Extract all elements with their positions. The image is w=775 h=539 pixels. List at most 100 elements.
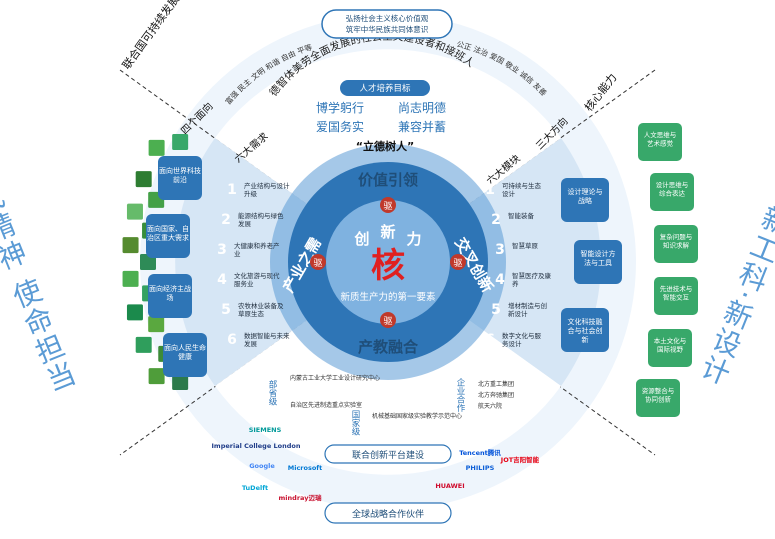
- sdg-goal-icon: [135, 336, 152, 353]
- talent-line-2: 尚志明德: [398, 100, 446, 115]
- partner-logo: PHILIPS: [466, 464, 495, 472]
- module-text: 可持续与生态设计: [502, 181, 542, 198]
- module-number: 1: [485, 182, 495, 198]
- core-abilities-group: 人文思维与艺术感觉设计思维与综合表达复杂问题与知识求解先进技术与智能交互本土文化…: [636, 123, 698, 417]
- core-ability-box: [648, 329, 692, 367]
- core-char-right: 力: [406, 230, 421, 248]
- module-text: 智慧医疗及康养: [512, 271, 552, 288]
- lide-label: “立德树人”: [356, 139, 414, 153]
- quadrant-top: 价值引领: [358, 171, 418, 189]
- sdg-goal-icon: [148, 139, 165, 156]
- partner-logo: SIEMENS: [249, 426, 282, 434]
- level-national-item: 机械基础国家级实验教学示范中心: [372, 412, 462, 420]
- level-enterprise-item-1: 北方重工集团: [478, 380, 514, 388]
- core-ability-text: 本土文化与国际视野: [654, 336, 687, 354]
- module-number: 6: [485, 332, 495, 348]
- module-text: 增材制造与创新设计: [508, 301, 547, 318]
- direction-text: 设计理论与战略: [568, 187, 603, 205]
- module-number: 3: [495, 242, 505, 258]
- direction-box: [574, 240, 622, 284]
- sdg-goal-icon: [122, 237, 139, 254]
- need-text: 数据智能与未来发展: [244, 331, 290, 348]
- core-ability-text: 设计思维与综合表达: [656, 180, 689, 198]
- need-text: 文化旅游与现代服务业: [234, 271, 280, 288]
- talent-label-pill: [340, 80, 430, 96]
- direction-text: 文化科技融合与社会创新: [568, 317, 603, 344]
- level-national: 国家级: [350, 410, 360, 436]
- need-number: 2: [221, 212, 231, 228]
- level-enterprise-item-2: 北方奔驰集团: [478, 391, 514, 399]
- sdg-goal-icon: [135, 171, 152, 188]
- partner-banner-text: 全球战略合作伙伴: [352, 508, 424, 520]
- core-circle: [326, 200, 450, 324]
- partner-logo: HUAWEI: [435, 482, 464, 490]
- partner-logo: Imperial College London: [212, 442, 301, 450]
- six-needs-group: 1 产业结构与设计升级 2 能源结构与绿色发展 3 大健康和养老产业 4 文化旅游与现代服务业…: [217, 181, 290, 348]
- top-banner-line1: 弘扬社会主义核心价值观: [346, 13, 429, 23]
- sdg-goal-icon: [126, 304, 143, 321]
- four-faces-box: [148, 274, 192, 318]
- svg-text:驱: 驱: [313, 258, 322, 269]
- partner-logo: Microsoft: [288, 464, 323, 472]
- top-banner: [321, 9, 453, 39]
- level-enterprise: 企业合作: [455, 377, 465, 413]
- sdg-goal-icon: [148, 368, 165, 385]
- sdg-goal-icon: [122, 270, 139, 287]
- need-number: 3: [217, 242, 227, 258]
- direction-box: [561, 308, 609, 352]
- drive-badge-right: 驱: [450, 254, 466, 270]
- drive-badge-left: 驱: [310, 254, 326, 270]
- drive-badge-bottom: 驱: [380, 312, 396, 328]
- need-number: 4: [217, 272, 227, 288]
- drive-badge-top: 驱: [380, 197, 396, 213]
- core-ability-box: [636, 379, 680, 417]
- four-faces-box: [146, 214, 190, 258]
- partner-logo: Google: [249, 462, 275, 470]
- core-ability-text: 资源整合与协同创新: [642, 386, 675, 404]
- core-char-mid: 新: [380, 223, 395, 241]
- core-ability-box: [638, 123, 682, 161]
- partner-logo: Tencent腾讯: [459, 448, 501, 457]
- level-ministry: 部省级: [267, 379, 277, 406]
- partner-logo: JOT吉阳智能: [500, 455, 540, 464]
- four-faces-text: 面向国家、自治区重大需求: [147, 224, 189, 242]
- platform-banner: [324, 444, 452, 464]
- quadrant-bottom: 产教融合: [358, 338, 419, 356]
- svg-text:驱: 驱: [453, 258, 462, 269]
- four-faces-text: 面向人民生命健康: [164, 343, 206, 361]
- core-char-left: 创: [353, 230, 369, 248]
- four-faces-text: 面向世界科技前沿: [159, 166, 201, 184]
- sdg-goal-icon: [172, 374, 189, 390]
- need-text: 大健康和养老产业: [234, 241, 280, 258]
- module-text: 数字文化与服务设计: [502, 331, 542, 348]
- partner-logo: mindray迈瑞: [279, 493, 322, 502]
- need-text: 能源结构与绿色发展: [238, 211, 284, 228]
- core-ability-text: 先进技术与智能交互: [660, 284, 693, 302]
- talent-line-1: 博学躬行: [316, 100, 364, 115]
- core-ability-text: 人文思维与艺术感觉: [644, 130, 677, 148]
- partner-logo: TuDelft: [242, 484, 268, 492]
- need-number: 1: [227, 182, 237, 198]
- sdg-goal-icon: [172, 134, 189, 150]
- need-text: 农牧林业装备及草原生态: [238, 301, 284, 318]
- sdg-label: 联合国可持续发展17个目标: [119, 0, 210, 72]
- four-faces-box: [163, 333, 207, 377]
- core-ability-text: 复杂问题与知识求解: [660, 232, 693, 250]
- talent-line-3: 爱国务实: [316, 119, 364, 134]
- module-number: 2: [491, 212, 501, 228]
- svg-text:驱: 驱: [383, 316, 392, 327]
- level-enterprise-item-3: 航天六院: [478, 402, 502, 410]
- need-number: 6: [227, 332, 237, 348]
- core-subtitle: 新质生产力的第一要素: [340, 291, 436, 303]
- core-ability-box: [650, 173, 694, 211]
- need-number: 5: [221, 302, 231, 318]
- level-ministry-item-1: 内蒙古工业大学工业设计研究中心: [290, 374, 380, 382]
- need-text: 产业结构与设计升级: [244, 181, 290, 198]
- svg-text:驱: 驱: [383, 201, 392, 212]
- talent-line-4: 兼容并蓄: [398, 119, 446, 134]
- core-center: 核: [371, 246, 405, 286]
